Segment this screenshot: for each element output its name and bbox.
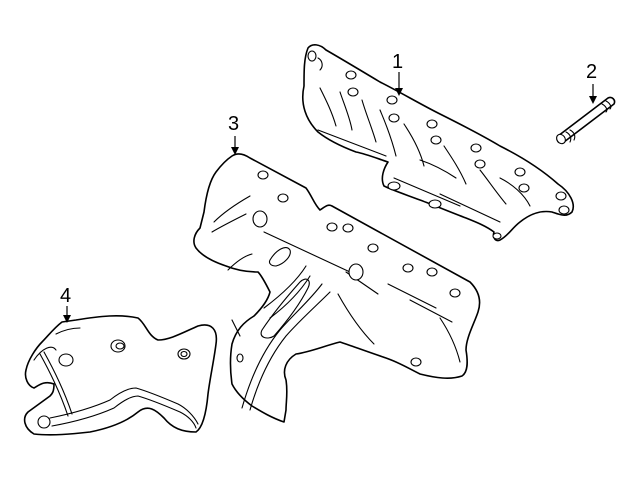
part-1-exhaust-manifold[interactable] [302,44,574,242]
part-2-stud[interactable] [555,96,616,145]
callout-label-1: 1 [392,51,404,73]
callout-arrow-2 [589,84,597,104]
callout-label-3: 3 [228,113,240,135]
callout-label-2: 2 [586,61,598,83]
part-3-upper-heat-shield[interactable] [193,153,481,423]
callout-arrow-4 [63,306,71,323]
callout-label-4: 4 [60,285,72,307]
callout-arrow-3 [231,136,239,155]
callout-arrow-1 [395,72,403,96]
part-4-lower-heat-shield[interactable] [23,315,218,436]
